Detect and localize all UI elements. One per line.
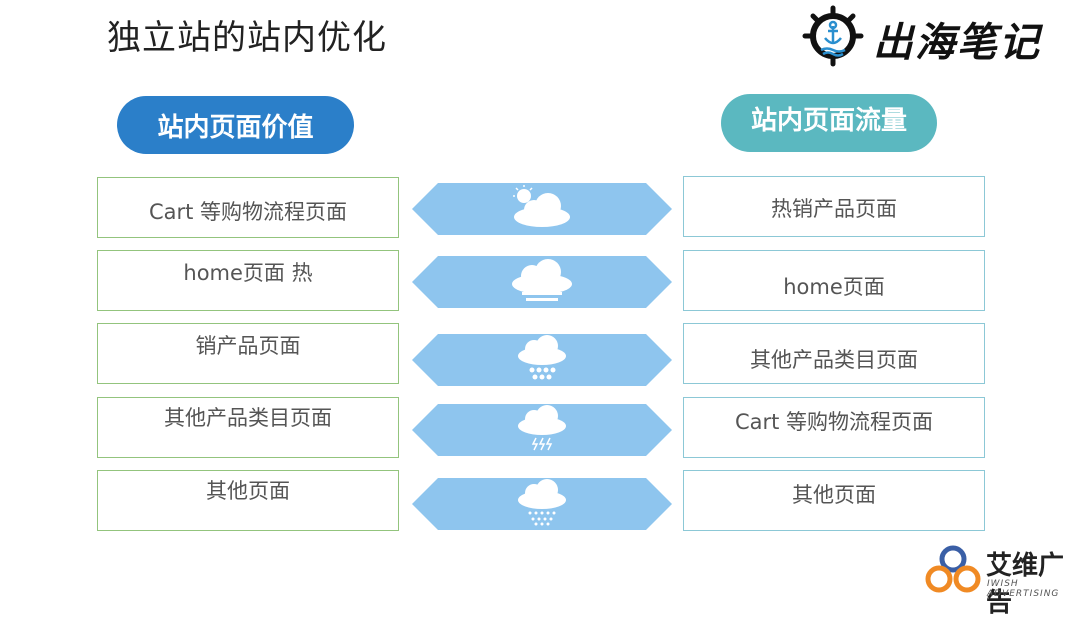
double-arrow bbox=[412, 478, 672, 530]
sun-cloud-icon bbox=[513, 185, 570, 227]
right-item: home页面 bbox=[683, 250, 985, 311]
ship-wheel-icon bbox=[802, 5, 864, 67]
left-item: home页面 热 bbox=[97, 250, 399, 311]
left-item: Cart 等购物流程页面 bbox=[97, 177, 399, 238]
left-header-pill: 站内页面价值 bbox=[117, 96, 354, 154]
double-arrow bbox=[412, 334, 672, 386]
brand-name-en: IWISH ADVERTISING bbox=[987, 579, 1060, 599]
fog-cloud-icon bbox=[512, 259, 572, 301]
left-item: 其他页面 bbox=[97, 470, 399, 531]
right-item: Cart 等购物流程页面 bbox=[683, 397, 985, 458]
right-item: 其他产品类目页面 bbox=[683, 323, 985, 384]
double-arrow bbox=[412, 183, 672, 235]
thunder-cloud-icon bbox=[518, 405, 566, 451]
hail-cloud-icon bbox=[518, 335, 566, 380]
right-header-pill: 站内页面流量 bbox=[721, 94, 937, 152]
double-arrow bbox=[412, 256, 672, 308]
brand-logo-bottom: 艾维广告 IWISH ADVERTISING bbox=[922, 543, 1072, 618]
brand-logo-top: 出海笔记 bbox=[795, 4, 1065, 68]
snow-cloud-icon bbox=[518, 479, 566, 526]
right-item: 热销产品页面 bbox=[683, 176, 985, 237]
left-item: 其他产品类目页面 bbox=[97, 397, 399, 458]
iwish-logo-icon bbox=[925, 545, 981, 593]
page-title: 独立站的站内优化 bbox=[107, 18, 387, 58]
right-item: 其他页面 bbox=[683, 470, 985, 531]
double-arrow bbox=[412, 404, 672, 456]
left-item: 销产品页面 bbox=[97, 323, 399, 384]
brand-wordmark: 出海笔记 bbox=[873, 19, 1041, 66]
